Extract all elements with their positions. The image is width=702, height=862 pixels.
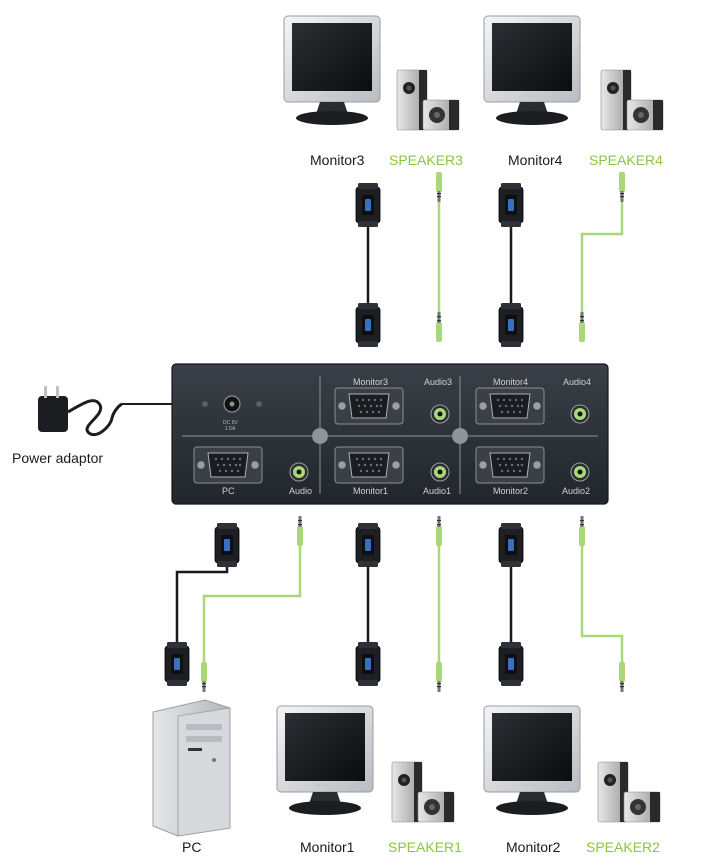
speaker2-label: SPEAKER2: [586, 839, 660, 855]
vga-port-monitor3: [334, 387, 404, 425]
kvm-switch: DC 5V 1.5A Monitor3 Audio3 Monitor4 Audi…: [171, 363, 609, 505]
vga-cable-monitor2: [498, 522, 524, 687]
port-label-audio2: Audio2: [562, 486, 590, 496]
audio-cable-speaker2: [579, 516, 625, 692]
monitor1-label: Monitor1: [300, 839, 355, 855]
audio-port-4: [570, 404, 590, 424]
audio-port-3: [430, 404, 450, 424]
speaker3-label: SPEAKER3: [389, 152, 463, 168]
vga-cable-pc: [164, 522, 240, 687]
vga-cable-monitor3: [355, 182, 381, 348]
pc-tower-image: [152, 699, 231, 837]
port-label-pc: PC: [222, 486, 235, 496]
speaker4-image: [600, 69, 664, 131]
audio-port-2: [570, 462, 590, 482]
vga-cable-monitor1: [355, 522, 381, 687]
port-label-audio: Audio: [289, 486, 312, 496]
port-label-monitor3: Monitor3: [353, 377, 388, 387]
dc-input-rating: 1.5A: [225, 426, 236, 432]
audio-cable-speaker3: [436, 172, 442, 342]
vga-port-monitor2: [475, 446, 545, 484]
audio-port-pc: [289, 462, 309, 482]
audio-cable-speaker1: [436, 516, 442, 692]
monitor2-image: [483, 705, 581, 816]
port-label-audio4: Audio4: [563, 377, 591, 387]
monitor3-image: [283, 15, 381, 126]
port-label-monitor2: Monitor2: [493, 486, 528, 496]
dc-input-label: DC 5V: [223, 420, 238, 426]
vga-port-monitor1: [334, 446, 404, 484]
speaker1-label: SPEAKER1: [388, 839, 462, 855]
port-label-monitor1: Monitor1: [353, 486, 388, 496]
vga-port-pc: [193, 446, 263, 484]
monitor1-image: [276, 705, 374, 816]
audio-cable-speaker4: [579, 172, 625, 342]
vga-cable-monitor4: [498, 182, 524, 348]
monitor4-image: [483, 15, 581, 126]
speaker1-image: [391, 761, 455, 823]
power-adaptor-label: Power adaptor: [12, 450, 103, 466]
speaker3-image: [396, 69, 460, 131]
power-adaptor-image: [38, 386, 172, 437]
monitor3-label: Monitor3: [310, 152, 365, 168]
pc-label: PC: [182, 839, 201, 855]
port-label-audio1: Audio1: [423, 486, 451, 496]
monitor4-label: Monitor4: [508, 152, 563, 168]
audio-cable-pc: [201, 516, 303, 692]
vga-port-monitor4: [475, 387, 545, 425]
speaker2-image: [597, 761, 661, 823]
speaker4-label: SPEAKER4: [589, 152, 663, 168]
port-label-audio3: Audio3: [424, 377, 452, 387]
audio-port-1: [430, 462, 450, 482]
monitor2-label: Monitor2: [506, 839, 561, 855]
port-label-monitor4: Monitor4: [493, 377, 528, 387]
